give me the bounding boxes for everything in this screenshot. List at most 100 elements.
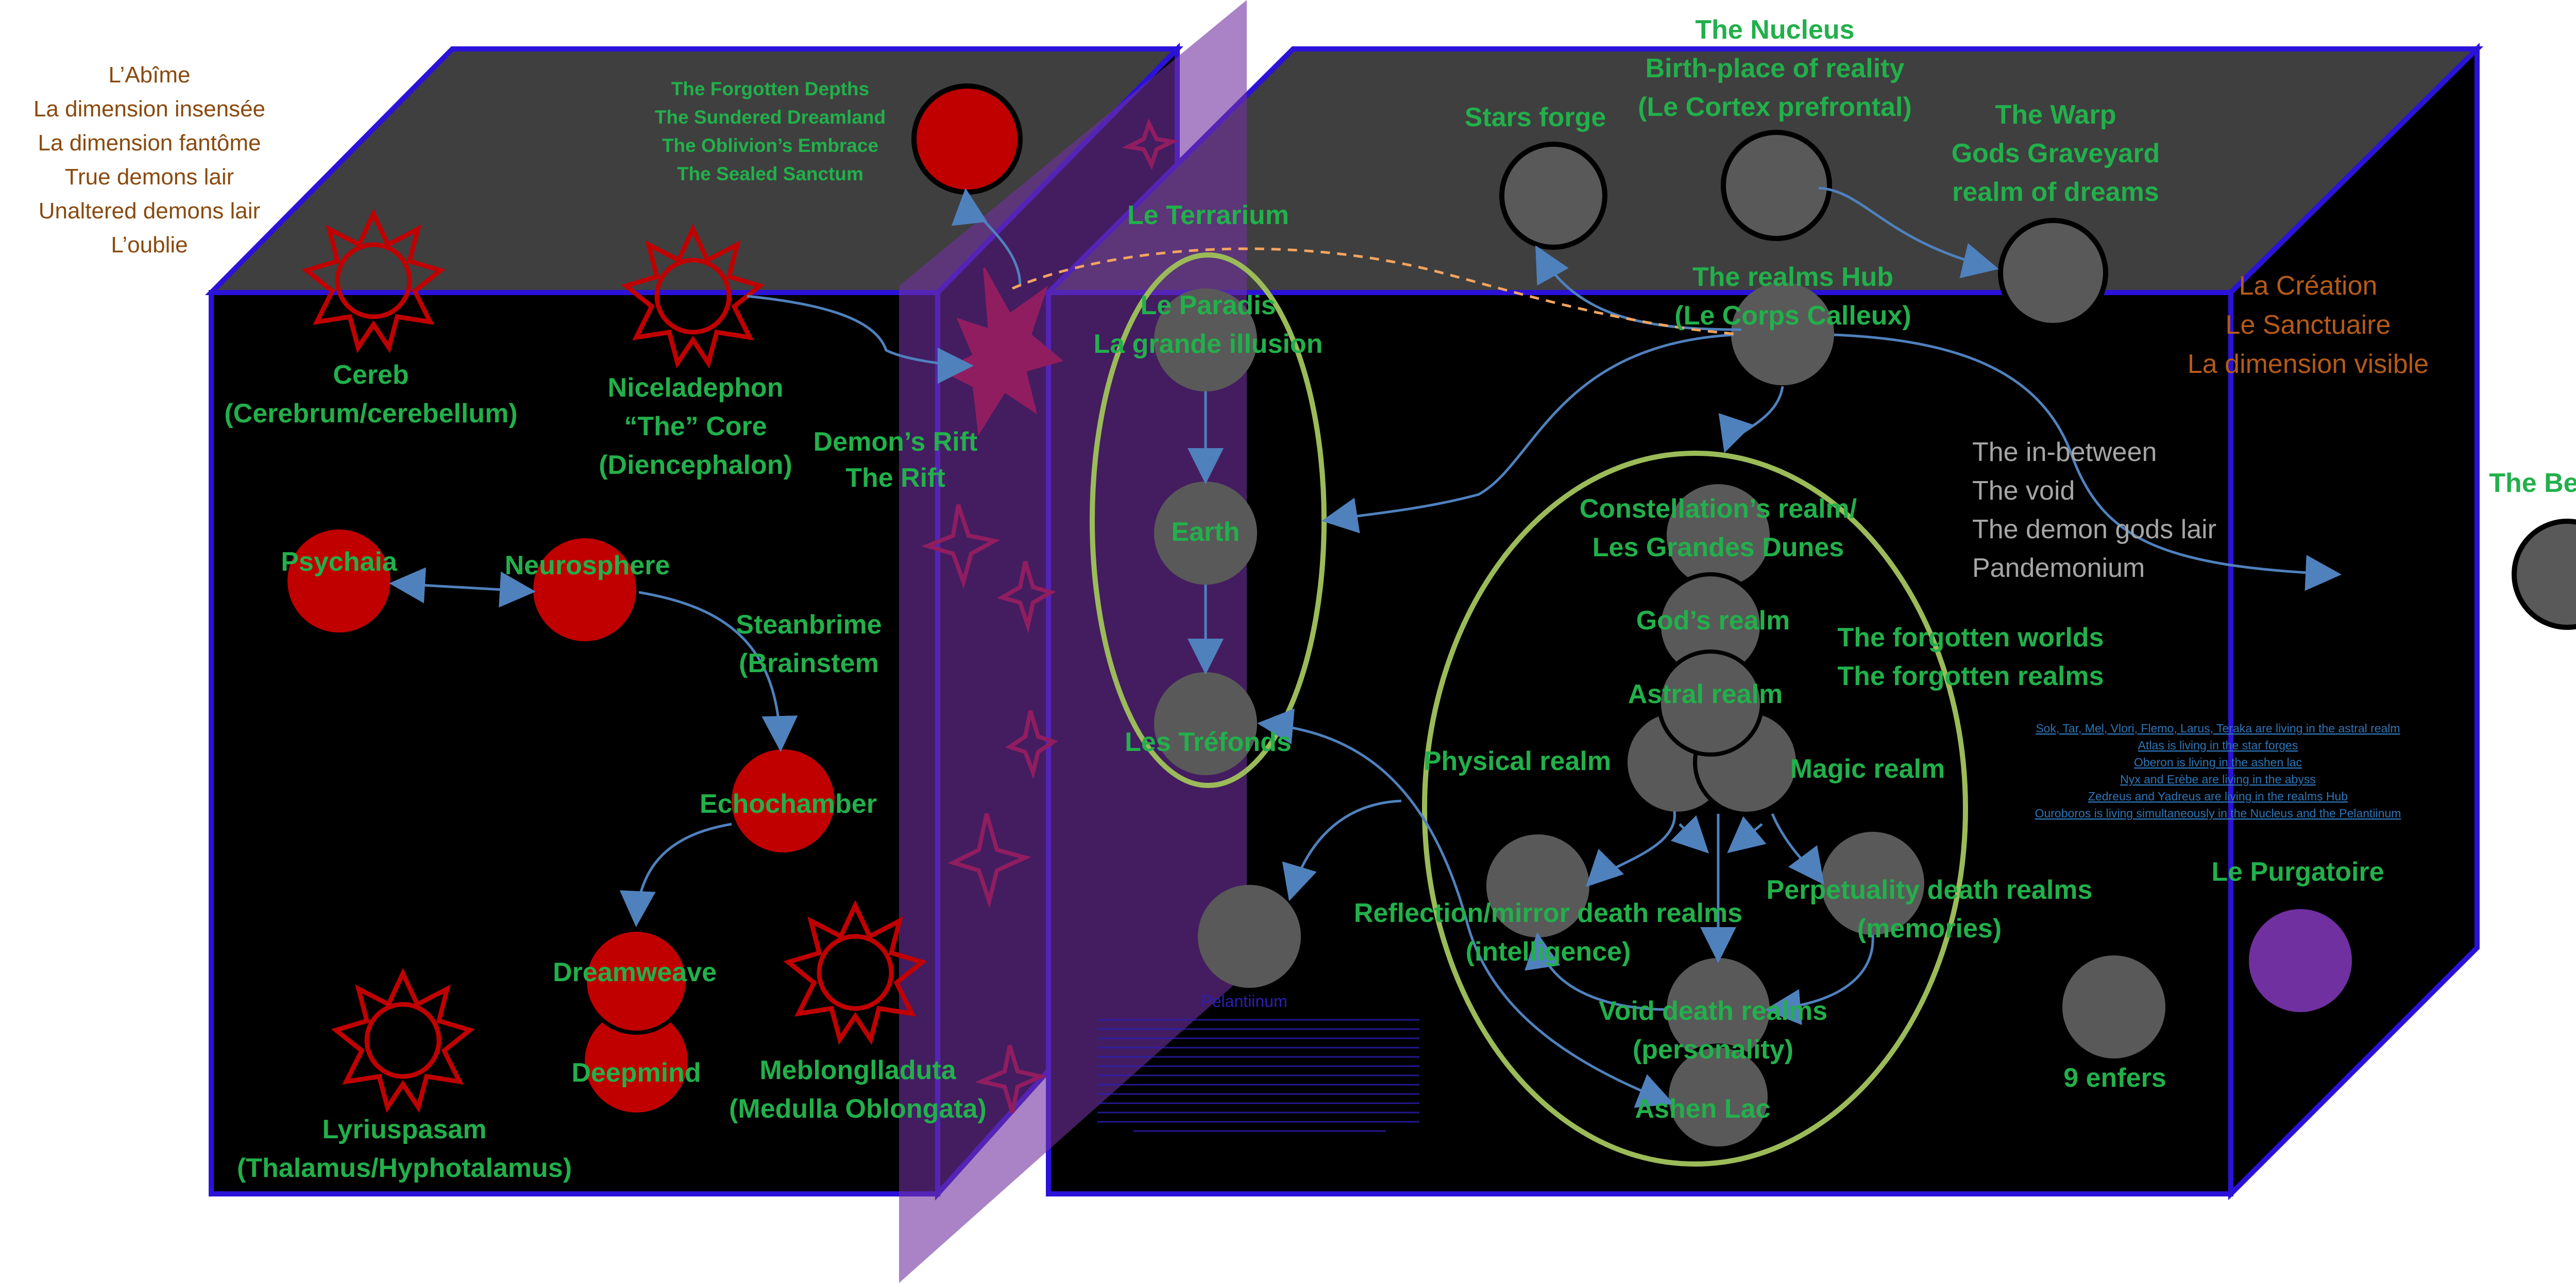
pelantiinum-node (1198, 885, 1301, 988)
niceladephon-label-0: Niceladephon (608, 373, 784, 403)
in-between-label-0: The in-between (1972, 437, 2157, 467)
constellation-label-0: Constellation’s realm/ (1580, 494, 1857, 524)
magic-realm-label: Magic realm (1790, 754, 1945, 784)
beyond-node (2512, 519, 2576, 630)
stars-forge-label: Stars forge (1465, 102, 1606, 132)
beyond-label: The Beyond (2489, 468, 2576, 498)
inhabitant-link-1[interactable]: Atlas is living in the star forges (2138, 739, 2298, 752)
forgotten-label-3: The Sealed Sanctum (677, 163, 863, 184)
inhabitant-link-5[interactable]: Ouroboros is living simultaneously in th… (2035, 807, 2401, 820)
forgotten-depths-node (911, 83, 1023, 195)
forgotten-worlds-label-1: The forgotten realms (1837, 661, 2104, 691)
paradis-label-0: Le Paradis (1140, 290, 1276, 320)
creation-label-2: La dimension visible (2188, 349, 2429, 379)
forgotten-labels: The Forgotten Depths The Sundered Dreaml… (655, 78, 886, 184)
warp-node (1998, 218, 2108, 328)
deepmind-label: Deepmind (571, 1058, 701, 1088)
void-death-label-0: Void death realms (1599, 996, 1827, 1026)
stars-forge-node (1499, 142, 1607, 250)
lyriuspasam-label-1: (Thalamus/Hyphotalamus) (237, 1153, 572, 1183)
echochamber-label: Echochamber (700, 789, 877, 819)
psychaia-label: Psychaia (281, 547, 398, 577)
warp-label-0: The Warp (1995, 100, 2116, 130)
purgatoire-node (2249, 909, 2352, 1012)
perpetuality-label-0: Perpetuality death realms (1767, 875, 2093, 905)
paradis-label-1: La grande illusion (1094, 329, 1323, 359)
warp-label-1: Gods Graveyard (1952, 139, 2160, 168)
realms-hub-label-1: (Le Corps Calleux) (1674, 301, 1911, 331)
constellation-node (1667, 484, 1770, 587)
pelantiinum-fineprint (1097, 1019, 1419, 1132)
physical-realm-label: Physical realm (1423, 746, 1611, 776)
paradis-node (1154, 288, 1257, 391)
realms-hub-node (1731, 282, 1834, 385)
inhabitant-link-0[interactable]: Sok, Tar, Mel, Vlori, Flemo, Larus, Tera… (2036, 722, 2400, 735)
creation-label-1: Le Sanctuaire (2226, 310, 2391, 340)
cereb-label-0: Cereb (333, 360, 409, 390)
left-box-front (209, 290, 940, 1196)
green-labels: Cereb (Cerebrum/cerebellum) Niceladephon… (224, 15, 2576, 1183)
in-between-label-2: The demon gods lair (1972, 515, 2216, 544)
niceladephon-star (621, 224, 765, 369)
nucleus-label-0: The Nucleus (1695, 15, 1854, 45)
terrarium-label: Le Terrarium (1127, 200, 1289, 230)
forgotten-label-0: The Forgotten Depths (671, 78, 869, 99)
forgotten-worlds-label-0: The forgotten worlds (1837, 623, 2104, 653)
realms-hub-label-0: The realms Hub (1692, 262, 1893, 292)
in-between-labels: The in-between The void The demon gods l… (1972, 437, 2216, 583)
right-arrows (1188, 186, 2342, 1108)
meblongll-star (783, 900, 927, 1045)
enfers-label: 9 enfers (2063, 1063, 2166, 1093)
earth-label: Earth (1172, 517, 1240, 547)
abyss-label-4: Unaltered demons lair (39, 198, 260, 224)
abyss-label-1: La dimension insensée (33, 96, 265, 122)
nucleus-node (1721, 130, 1832, 241)
reflection-label-0: Reflection/mirror death realms (1354, 898, 1742, 928)
neurosphere-node (533, 538, 636, 641)
inhabitants-links: Sok, Tar, Mel, Vlori, Flemo, Larus, Tera… (2035, 722, 2401, 820)
creation-labels: La Création Le Sanctuaire La dimension v… (2188, 271, 2429, 379)
trefonds-node (1154, 672, 1257, 775)
void-death-node (1667, 958, 1770, 1061)
abyss-label-2: La dimension fantôme (38, 130, 261, 156)
astral-realm-node (1657, 649, 1764, 757)
nucleus-label-1: Birth-place of reality (1646, 54, 1905, 83)
purgatoire-label: Le Purgatoire (2211, 857, 2384, 887)
void-death-label-1: (personality) (1633, 1035, 1793, 1065)
abyss-label-5: L’oublie (111, 232, 188, 258)
neurosphere-label: Neurosphere (505, 551, 670, 580)
cereb-label-1: (Cerebrum/cerebellum) (224, 399, 517, 429)
forgotten-label-2: The Oblivion’s Embrace (662, 135, 878, 156)
abyss-label-3: True demons lair (65, 164, 234, 190)
perpetuality-node (1821, 832, 1924, 935)
reflection-label-1: (intelligence) (1466, 937, 1631, 967)
inhabitant-link-2[interactable]: Oberon is living in the ashen lac (2134, 756, 2302, 769)
inhabitant-link-3[interactable]: Nyx and Erèbe are living in the abyss (2120, 773, 2316, 786)
perpetuality-label-1: (memories) (1857, 914, 2002, 944)
meblongll-label-1: (Medulla Oblongata) (729, 1094, 987, 1124)
earth-node (1154, 482, 1257, 585)
pelantiinum-label: Pelantiinum (1201, 992, 1287, 1011)
steanbrime-label-0: Steanbrime (736, 610, 882, 640)
abyss-label-0: L’Abîme (109, 62, 191, 88)
meblongll-label-0: Meblongll​aduta (759, 1055, 956, 1085)
dreamweave-label: Dreamweave (553, 957, 717, 987)
psychaia-node (287, 529, 391, 632)
cereb-star (301, 208, 446, 353)
astral-realm-label: Astral realm (1628, 679, 1783, 709)
niceladephon-label-1: “The” Core (624, 412, 767, 441)
forgotten-label-1: The Sundered Dreamland (655, 107, 886, 128)
in-between-label-1: The void (1972, 476, 2075, 506)
enfers-node (2062, 955, 2165, 1058)
lyriuspasam-label-0: Lyriuspasam (323, 1115, 487, 1144)
demons-rift-label-0: Demon’s Rift (814, 427, 978, 457)
abyss-labels: L’Abîme La dimension insensée La dimensi… (33, 62, 265, 258)
inhabitant-link-4[interactable]: Zedreus and Yadreus are living in the re… (2088, 790, 2348, 803)
steanbrime-label-1: (Brainstem (739, 648, 879, 678)
constellation-label-1: Les Grandes Dunes (1592, 533, 1844, 562)
nucleus-label-2: (Le Cortex prefrontal) (1638, 92, 1912, 122)
echochamber-node (732, 749, 835, 852)
ashen-lac-label: Ashen Lac (1635, 1094, 1771, 1124)
demons-rift-label-1: The Rift (845, 463, 945, 493)
